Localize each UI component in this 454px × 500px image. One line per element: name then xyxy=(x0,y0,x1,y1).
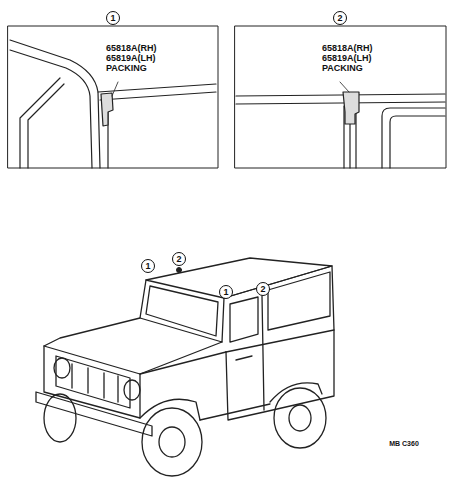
callout-number: 2 xyxy=(172,252,186,266)
part-number: 65819A(LH) xyxy=(322,54,372,63)
packing-dot xyxy=(177,268,182,273)
leader-line xyxy=(112,82,118,96)
drawing-code: MB C360 xyxy=(389,440,419,447)
callout-number: 1 xyxy=(106,11,120,25)
inset-frame xyxy=(8,26,218,168)
roof-corner-detail xyxy=(10,40,216,168)
leader-line xyxy=(340,82,349,92)
callout-number: 1 xyxy=(219,285,233,299)
pillar-detail xyxy=(236,94,445,168)
callout-number: 1 xyxy=(141,259,155,273)
packing-part xyxy=(343,92,359,124)
callout-number: 2 xyxy=(333,11,347,25)
part-name: PACKING xyxy=(106,64,147,73)
inset-frame xyxy=(235,26,446,168)
part-number: 65818A(RH) xyxy=(106,44,157,53)
vehicle-drawing xyxy=(36,258,334,476)
part-name: PACKING xyxy=(322,64,363,73)
part-number: 65819A(LH) xyxy=(106,54,156,63)
callout-number: 2 xyxy=(256,282,270,296)
part-number: 65818A(RH) xyxy=(322,44,373,53)
packing-part xyxy=(101,93,113,126)
